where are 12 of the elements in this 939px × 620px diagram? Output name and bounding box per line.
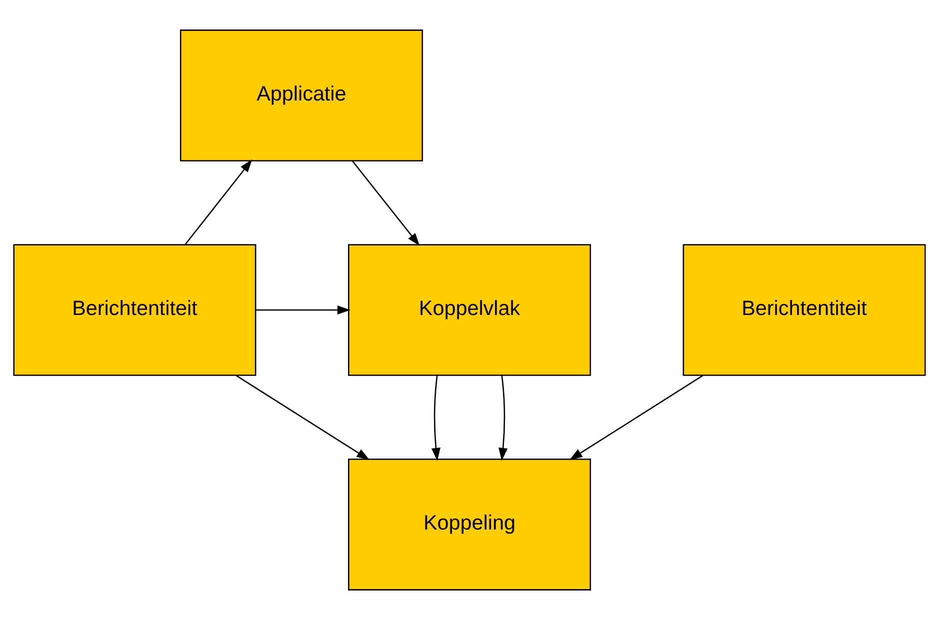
arrow	[431, 375, 440, 461]
arrow	[569, 374, 704, 460]
node-box: Koppelvlak	[348, 244, 591, 376]
node-box: Berichtentiteit	[13, 244, 256, 376]
arrow	[352, 160, 420, 246]
arrow	[236, 374, 370, 460]
node-box: Koppeling	[348, 458, 591, 590]
arrow	[184, 159, 252, 245]
node-box: Applicatie	[180, 30, 423, 162]
arrow	[256, 305, 350, 315]
node-box: Berichtentiteit	[682, 244, 926, 376]
arrow	[498, 375, 508, 461]
